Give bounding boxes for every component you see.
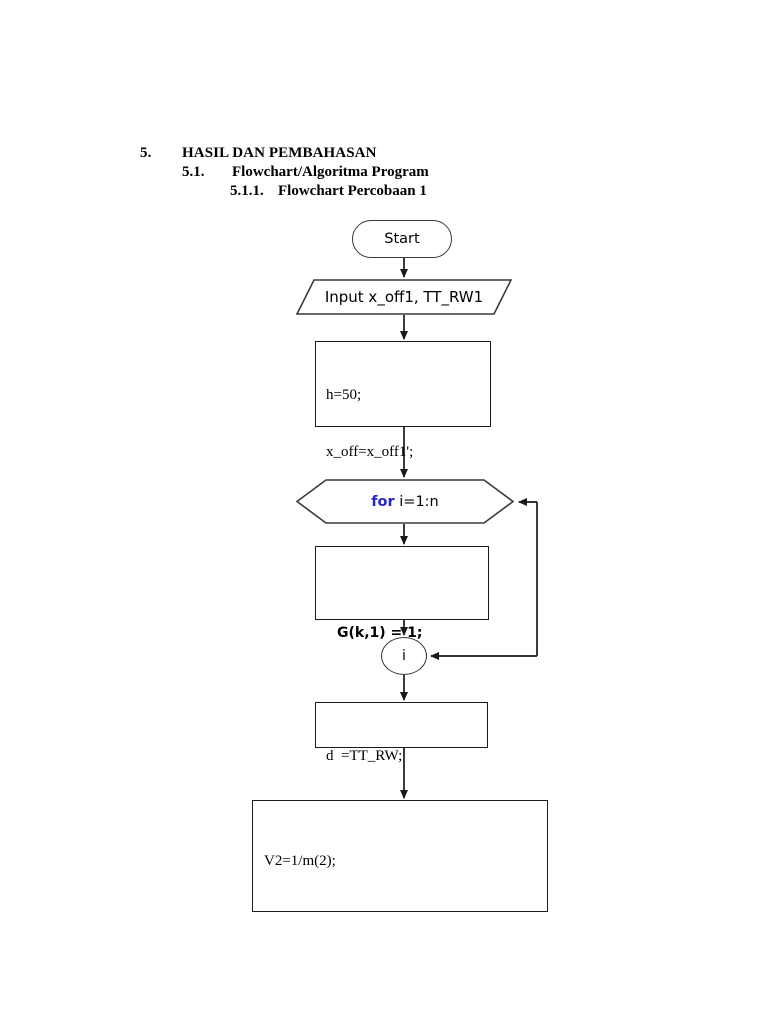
hexagon-shape — [296, 479, 514, 524]
flow-node-g-matrix: G(k,1) = 1; G(k,2) = x_off(k); — [315, 546, 489, 734]
heading-1-number: 5. — [140, 145, 152, 161]
for-loop-label: for i=1:n — [371, 494, 439, 510]
flow-node-start: Start — [352, 220, 452, 258]
heading-3-number: 5.1.1. — [230, 183, 264, 199]
heading-level-2: 5.1. Flowchart/Algoritma Program — [140, 163, 700, 182]
section-headings: 5. HASIL DAN PEMBAHASAN 5.1. Flowchart/A… — [140, 144, 700, 201]
init-line-1: h=50; — [326, 387, 362, 403]
final-line-1: V2=1/m(2); — [264, 853, 336, 869]
start-label: Start — [384, 231, 420, 247]
input-label: Input x_off1, TT_RW1 — [324, 288, 484, 306]
heading-level-3: 5.1.1. Flowchart Percobaan 1 — [140, 182, 700, 201]
flow-node-solve: d =TT_RW; m =inv(G'*G)*G'*d; — [315, 702, 488, 824]
flow-node-input: Input x_off1, TT_RW1 — [296, 279, 512, 315]
solve-line-1: d =TT_RW; — [326, 748, 403, 764]
g-matrix-line-1: G(k,1) = 1; — [337, 625, 423, 641]
for-keyword: for — [371, 493, 395, 510]
flow-node-for-loop: for i=1:n — [296, 479, 514, 524]
init-line-2: x_off=x_off1'; — [326, 444, 414, 460]
heading-2-number: 5.1. — [182, 164, 205, 180]
for-condition: i=1:n — [399, 493, 439, 510]
flow-node-init: h=50; x_off=x_off1'; TT_RW=TT_RW1'; n =l… — [315, 341, 491, 574]
parallelogram-shape — [296, 279, 512, 315]
heading-2-text: Flowchart/Algoritma Program — [232, 164, 429, 180]
heading-1-text: HASIL DAN PEMBAHASAN — [182, 145, 377, 161]
loop-connector-label: i — [402, 648, 406, 664]
heading-level-1: 5. HASIL DAN PEMBAHASAN — [140, 144, 700, 163]
final-line-block: V2=1/m(2); V1=x_off(1)/(TT_RW(1)-(x_off(… — [253, 801, 513, 911]
flow-node-loop-connector: i — [381, 637, 427, 675]
flow-node-final-computation: V2=1/m(2); V1=x_off(1)/(TT_RW(1)-(x_off(… — [252, 800, 548, 912]
heading-3-text: Flowchart Percobaan 1 — [278, 183, 427, 199]
